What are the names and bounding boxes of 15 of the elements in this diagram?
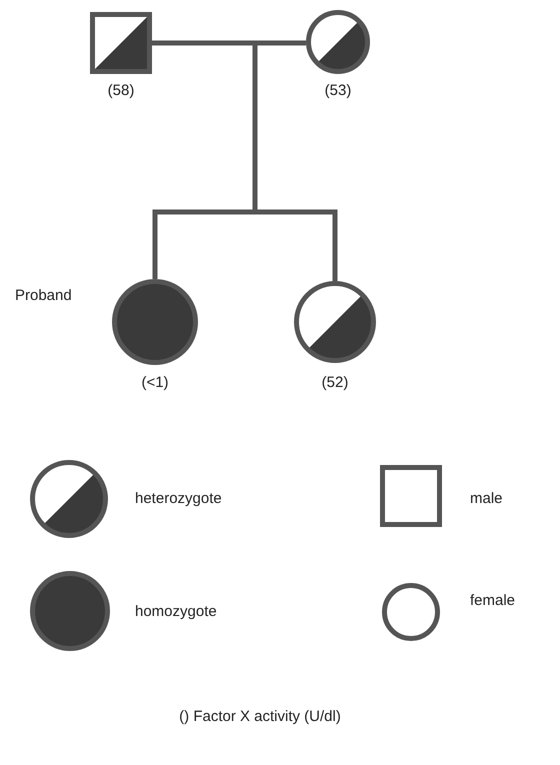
legend-label: homozygote bbox=[135, 603, 217, 621]
activity-value: (52) bbox=[322, 374, 348, 392]
activity-value: (<1) bbox=[141, 374, 169, 392]
legend-label: female bbox=[470, 592, 516, 610]
legend-label: heterozygote bbox=[135, 490, 222, 508]
caption: () Factor X activity (U/dl) bbox=[179, 708, 341, 726]
marriage-line bbox=[152, 40, 306, 46]
pedigree-symbol bbox=[112, 279, 198, 365]
activity-value: (58) bbox=[108, 82, 134, 100]
proband-label: Proband bbox=[15, 287, 72, 305]
activity-value: (53) bbox=[324, 82, 352, 100]
pedigree-symbol bbox=[90, 12, 152, 74]
pedigree-symbol bbox=[306, 10, 370, 74]
pedigree-symbol bbox=[294, 281, 376, 363]
legend-label: male bbox=[470, 490, 503, 508]
